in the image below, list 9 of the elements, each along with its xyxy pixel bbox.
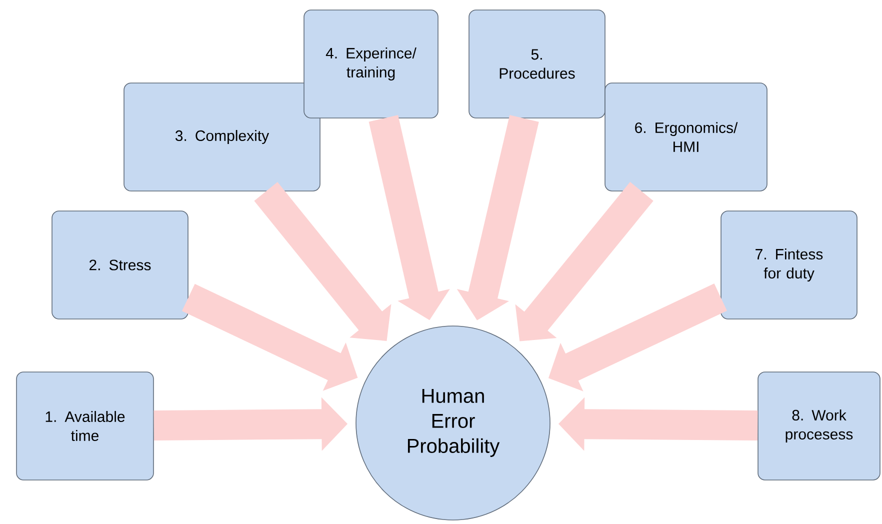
factor-box: 3. Complexity — [124, 82, 320, 192]
factor-box: 8. Work procesess — [758, 372, 880, 480]
factor-box: 1. Available time — [16, 372, 154, 480]
factor-box: 5. Procedures — [468, 10, 606, 118]
arrow — [254, 182, 392, 341]
factor-box: 6. Ergonomics/ HMI — [604, 82, 768, 192]
factor-box: 4. Experince/ training — [304, 10, 438, 118]
factor-box: 2. Stress — [52, 210, 188, 320]
factor-box: 7. Fintess for duty — [720, 210, 858, 320]
